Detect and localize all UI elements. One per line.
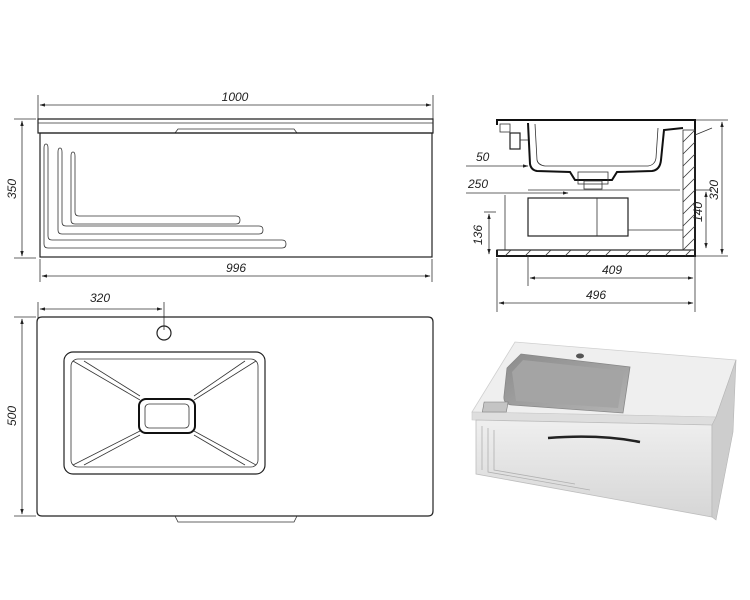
dim-label-tap-320: 320	[90, 291, 110, 305]
basin-slopes	[72, 360, 257, 466]
dim-label-500: 500	[5, 406, 19, 426]
drawer	[527, 197, 629, 237]
dim-label-250: 250	[467, 177, 488, 191]
dim-label-409: 409	[602, 263, 622, 277]
dim-label-496: 496	[586, 288, 606, 302]
tap-fitting	[509, 132, 521, 150]
dim-label-996: 996	[226, 261, 246, 275]
render-tap-hole	[576, 353, 584, 359]
dim-label-140: 140	[691, 202, 705, 222]
drain	[577, 171, 609, 185]
product-render	[471, 341, 737, 521]
dim-label-50: 50	[476, 150, 490, 164]
render-handle	[547, 435, 641, 444]
countertop-slab	[37, 118, 434, 134]
basin-profile	[527, 122, 684, 181]
render-drain	[482, 401, 509, 413]
handle-profile	[174, 128, 298, 134]
section-view: 50 250 136 140 320 409 496	[466, 119, 728, 312]
countertop-top	[36, 316, 434, 517]
basin-outer	[63, 351, 266, 475]
basin-inner	[70, 358, 259, 468]
tap-hole	[156, 325, 172, 341]
decorative-grooves	[43, 143, 287, 249]
render-cabinet-front	[475, 419, 713, 518]
front-view: 1000 350 996	[5, 90, 434, 282]
dim-label-1000: 1000	[222, 90, 249, 104]
dim-label-350: 350	[5, 179, 19, 199]
dim-label-136: 136	[471, 225, 485, 245]
cabinet-front	[39, 132, 433, 258]
dim-label-320: 320	[707, 180, 721, 200]
wall-hatching	[504, 129, 696, 257]
handle-top	[174, 515, 298, 523]
drain-cover	[138, 398, 196, 434]
top-view: 320 500	[5, 291, 434, 523]
render-grooves	[481, 426, 591, 491]
